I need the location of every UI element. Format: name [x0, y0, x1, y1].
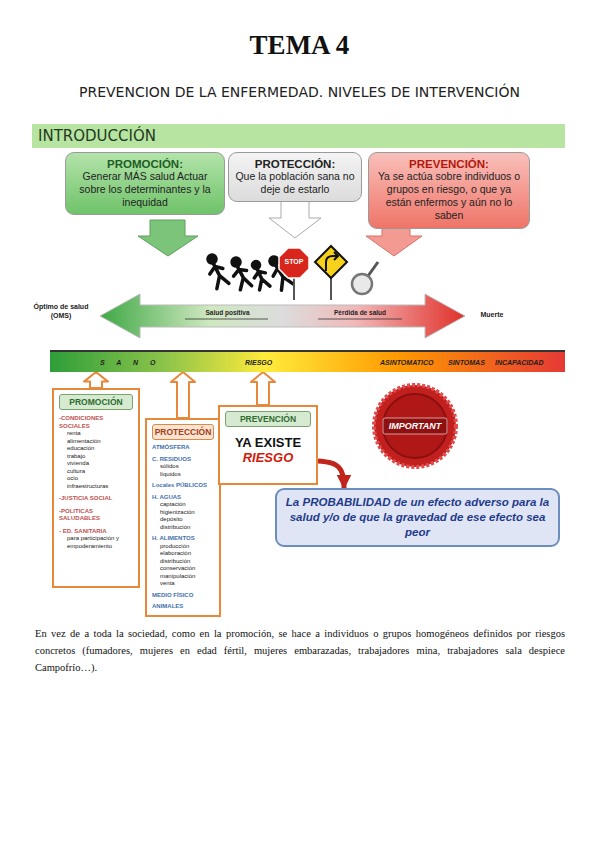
curved-arrow	[318, 461, 344, 488]
underline	[185, 319, 268, 320]
wax-seal	[374, 385, 456, 467]
box-text: Ya se actúa sobre individuos o grupos en…	[375, 170, 523, 223]
down-arrow	[138, 220, 198, 256]
box-text: -POLITICAS SALUDABLES	[59, 508, 133, 523]
magnifier	[352, 262, 378, 294]
box-text: depósito	[152, 516, 214, 524]
box-heading: S A N O	[100, 359, 245, 366]
section-bar: INTRODUCCIÓN	[32, 124, 565, 148]
box-heading: PROTECCIÓN:	[235, 158, 355, 170]
stop-sign	[279, 248, 309, 300]
box-text: H. AGUAS	[152, 494, 214, 502]
block-arrow	[251, 372, 275, 405]
promotion-box: PROMOCIÓN:Generar MÁS salud Actuar sobre…	[65, 152, 225, 215]
scale-end-label: Óptimo de salud (OMS)	[26, 303, 96, 321]
box-text: captación	[152, 501, 214, 509]
box-text: Locales PÚBLICOS	[152, 482, 214, 490]
protection-list-box: PROTECCIÓN ATMÓSFERA C. RESIDUOSsólidoslíq…	[145, 418, 221, 617]
box-heading: PREVENCIÓN:	[375, 158, 523, 170]
box-text: para participación y empoderamiento	[59, 535, 133, 550]
promotion-list-box: PROMOCIÓN -CONDICIONES SOCIALESrentaalime…	[52, 388, 140, 588]
box-heading: PROMOCIÓN:	[72, 158, 218, 170]
block-arrow	[171, 372, 195, 418]
box-text: vivienda	[59, 460, 133, 468]
box-text: conservación	[152, 565, 214, 573]
box-heading: INTRODUCCIÓN	[38, 127, 559, 145]
box-text: ocio	[59, 475, 133, 483]
box-text: sólidos	[152, 463, 214, 471]
arrow-label: Pérdida de salud	[320, 309, 400, 316]
box-heading: PROTECCIÓN	[152, 424, 214, 440]
prevention-risk-box: PREVENCIÓN YA EXISTERIESGO	[218, 405, 318, 485]
box-text: H. ALIMENTOS	[152, 535, 214, 543]
box-text: MEDIO FÍSICO	[152, 592, 214, 600]
box-text: manipulación	[152, 573, 214, 581]
prevention-box: PREVENCIÓN:Ya se actúa sobre individuos …	[368, 152, 530, 229]
box-heading: La PROBABILIDAD de un efecto adverso par…	[285, 495, 550, 540]
box-text: ATMÓSFERA	[152, 444, 214, 452]
box-text: Generar MÁS salud Actuar sobre los deter…	[72, 170, 218, 209]
box-text: educación	[59, 445, 133, 453]
box-text: RIESGO	[245, 359, 380, 366]
box-text: RIESGO	[225, 450, 311, 465]
box-text: venta	[152, 580, 214, 588]
sign-text: STOP	[279, 258, 309, 265]
protection-box: PROTECCIÓN:Que la población sana no deje…	[228, 152, 362, 202]
box-text: distribución	[152, 524, 214, 532]
box-text: SINTOMAS	[448, 359, 495, 366]
page-title: TEMA 4	[0, 30, 599, 61]
box-text: líquidos	[152, 471, 214, 479]
box-text: Que la población sana no deje de estarlo	[235, 170, 355, 196]
box-text: cultura	[59, 468, 133, 476]
block-arrow	[84, 372, 108, 388]
box-text: producción	[152, 543, 214, 551]
underline	[318, 319, 402, 320]
health-arrow	[100, 294, 465, 338]
seal-text: IMPORTANT	[383, 421, 447, 431]
box-text: infraestructuras	[59, 483, 133, 491]
definition-box: La PROBABILIDAD de un efecto adverso par…	[275, 488, 560, 547]
road-sign	[315, 246, 347, 300]
box-text: distribución	[152, 558, 214, 566]
box-text: alimentación	[59, 438, 133, 446]
box-text: -JUSTICIA SOCIAL	[59, 495, 133, 503]
box-text: INCAPACIDAD	[495, 359, 565, 366]
box-text: - ED. SANITARIA	[59, 528, 133, 536]
scale-end-label: Muerte	[472, 311, 512, 318]
box-text: YA EXISTE	[225, 435, 311, 450]
box-heading: PROMOCIÓN	[59, 394, 133, 410]
arrow-label: Salud positiva	[190, 309, 265, 316]
box-text: elaboración	[152, 550, 214, 558]
box-text: -CONDICIONES SOCIALES	[59, 415, 133, 430]
box-text: higienización	[152, 509, 214, 517]
box-text: ANIMALES	[152, 603, 214, 611]
box-text: ASINTOMATICO	[380, 359, 448, 366]
box-text: renta	[59, 430, 133, 438]
subtitle: PREVENCION DE LA ENFERMEDAD. NIVELES DE …	[0, 84, 599, 100]
box-heading: PREVENCIÓN	[225, 411, 311, 427]
health-stage-band: S A N ORIESGOASINTOMATICOSINTOMASINCAPAC…	[50, 350, 565, 372]
box-text: trabajo	[59, 453, 133, 461]
box-text: C. RESIDUOS	[152, 456, 214, 464]
body-paragraph: En vez de a toda la sociedad, como en la…	[35, 626, 565, 676]
